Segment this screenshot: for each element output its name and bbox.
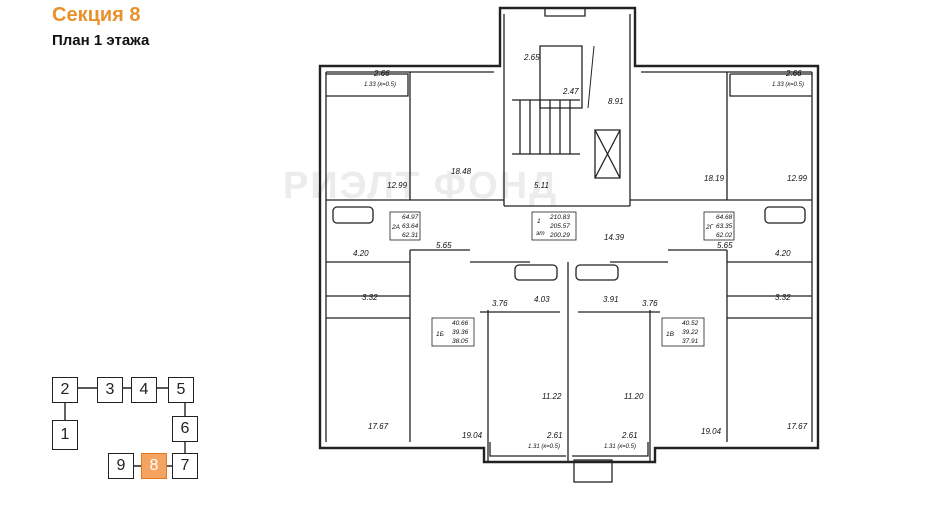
plan-labels: 2.66 1.33 (к=0.5) 2.66 1.33 (к=0.5) 2.65… [364,53,808,190]
floor-total-box[interactable]: 1 эт 210.83 205.57 200.29 [531,211,577,241]
svg-text:62.31: 62.31 [402,232,419,239]
svg-text:63.64: 63.64 [402,223,419,230]
svg-text:14.39: 14.39 [604,233,625,242]
label-elevator: 8.91 [608,97,624,106]
svg-text:11.22: 11.22 [542,392,562,401]
svg-text:3.32: 3.32 [775,293,791,302]
svg-text:3.76: 3.76 [492,299,508,308]
label-balcony-right: 2.66 [785,69,802,78]
svg-text:1Б: 1Б [436,331,444,338]
svg-text:2.61: 2.61 [621,431,638,440]
apt-1b-box[interactable]: 1Б 40.66 39.36 38.05 [431,317,475,347]
svg-text:4.20: 4.20 [353,249,369,258]
svg-text:64.97: 64.97 [402,214,419,221]
svg-text:39.22: 39.22 [682,329,699,336]
label-vest: 5.11 [534,181,549,190]
svg-text:3.91: 3.91 [603,295,619,304]
plan-walls [318,6,820,483]
svg-text:3.76: 3.76 [642,299,658,308]
svg-text:39.36: 39.36 [452,329,469,336]
svg-text:4.20: 4.20 [775,249,791,258]
svg-text:2А: 2А [391,224,400,231]
label-stair-mid: 2.47 [562,87,579,96]
apt-1v-box[interactable]: 1В 40.52 39.22 37.91 [661,317,705,347]
svg-text:17.67: 17.67 [787,422,808,431]
svg-text:17.67: 17.67 [368,422,389,431]
svg-text:4.03: 4.03 [534,295,550,304]
svg-text:40.66: 40.66 [452,320,469,327]
label-balcony-right-k: 1.33 (к=0.5) [772,82,804,88]
label-kitchen-right: 18.19 [704,174,725,183]
svg-text:11.20: 11.20 [624,392,644,401]
svg-text:64.68: 64.68 [716,214,733,221]
svg-text:200.29: 200.29 [549,232,570,239]
label-balcony-left: 2.66 [373,69,390,78]
svg-text:1.31 (к=0.5): 1.31 (к=0.5) [528,444,560,450]
svg-text:210.83: 210.83 [549,214,570,221]
page-subtitle: План 1 этажа [52,32,150,49]
svg-text:2.61: 2.61 [546,431,563,440]
page-title: Секция 8 [52,4,141,26]
plan-labels-lower: 14.39 5.65 4.20 3.32 5.65 4.20 3.32 3.76… [353,233,808,450]
label-room-right-top: 12.99 [787,174,808,183]
label-balcony-left-k: 1.33 (к=0.5) [364,82,396,88]
svg-text:38.05: 38.05 [452,338,469,345]
plan-hatching [581,45,595,109]
svg-text:1.31 (к=0.5): 1.31 (к=0.5) [604,444,636,450]
label-room-left-top: 12.99 [387,181,408,190]
svg-text:205.57: 205.57 [549,223,570,230]
svg-text:эт: эт [536,230,545,237]
apt-2g-box[interactable]: 2Г 64.68 63.35 62.02 [703,211,735,241]
svg-text:40.52: 40.52 [682,320,699,327]
svg-text:37.91: 37.91 [682,338,699,345]
svg-text:62.02: 62.02 [716,232,733,239]
svg-text:63.35: 63.35 [716,223,733,230]
svg-text:1: 1 [537,218,541,225]
apt-2a-box[interactable]: 2А 64.97 63.64 62.31 [389,211,421,241]
label-kitchen-left: 18.48 [451,167,472,176]
label-stair-top: 2.65 [523,53,540,62]
svg-text:5.65: 5.65 [717,241,733,250]
svg-text:2Г: 2Г [705,224,714,231]
svg-text:3.32: 3.32 [362,293,378,302]
svg-text:1В: 1В [666,331,675,338]
svg-text:19.04: 19.04 [701,427,722,436]
svg-text:5.65: 5.65 [436,241,452,250]
svg-text:19.04: 19.04 [462,431,483,440]
